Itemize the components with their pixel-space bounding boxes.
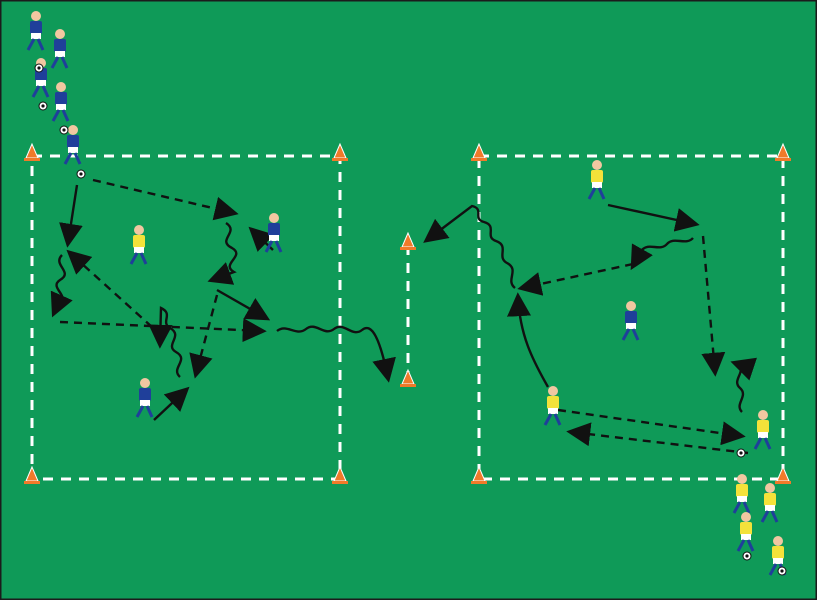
player-icon[interactable] (264, 213, 283, 253)
cone-icon (400, 368, 416, 387)
ball-icon[interactable] (736, 448, 746, 458)
cone-icon (775, 465, 791, 484)
cone-icon (471, 142, 487, 161)
player-icon[interactable] (51, 82, 70, 122)
ball-icon[interactable] (38, 101, 48, 111)
run-arrow (153, 386, 190, 421)
pass-arrow (701, 235, 726, 377)
player-icon[interactable] (26, 11, 45, 51)
player-icon[interactable] (587, 160, 606, 200)
ball-icon[interactable] (76, 169, 86, 179)
dribble-arrow (148, 306, 183, 378)
team-yellow (129, 160, 787, 576)
player-icon[interactable] (543, 386, 562, 426)
pass-arrow (557, 408, 746, 446)
left-training-square (30, 154, 342, 481)
cone-icon (471, 465, 487, 484)
ball-icon[interactable] (777, 566, 787, 576)
dribble-arrow (276, 325, 396, 383)
run-arrow (507, 292, 550, 388)
player-icon[interactable] (768, 536, 787, 576)
run-arrow (607, 203, 700, 232)
dribble-arrow (50, 254, 73, 318)
ball-icon[interactable] (742, 551, 752, 561)
pass-arrow (566, 422, 749, 455)
pass-arrow (517, 262, 634, 296)
cone-icon (332, 142, 348, 161)
dribble-arrow (423, 204, 516, 289)
team-blue (26, 11, 640, 418)
movement-paths (50, 178, 758, 455)
right-training-square (477, 154, 785, 481)
player-icon[interactable] (135, 378, 154, 418)
run-arrow (59, 184, 83, 248)
ball-icon[interactable] (34, 63, 44, 73)
cone-icon (400, 231, 416, 250)
dribble-arrow (630, 237, 694, 271)
player-icon[interactable] (760, 483, 779, 523)
cone-icon (775, 142, 791, 161)
player-icon[interactable] (63, 125, 82, 165)
player-icon[interactable] (753, 410, 772, 450)
cones-layer (24, 142, 791, 484)
player-icon[interactable] (736, 512, 755, 552)
cone-icon (24, 142, 40, 161)
pass-arrow (92, 178, 239, 221)
cone-icon (332, 465, 348, 484)
pass-arrow (66, 249, 153, 328)
run-arrow (216, 288, 271, 321)
player-icon[interactable] (732, 474, 751, 514)
balls-layer (34, 63, 787, 576)
player-icon[interactable] (50, 29, 69, 69)
player-icon[interactable] (621, 301, 640, 341)
cone-icon (24, 465, 40, 484)
ball-icon[interactable] (59, 125, 69, 135)
dribble-arrow (207, 221, 238, 285)
player-icon[interactable] (129, 225, 148, 265)
dribble-arrow (730, 357, 758, 413)
